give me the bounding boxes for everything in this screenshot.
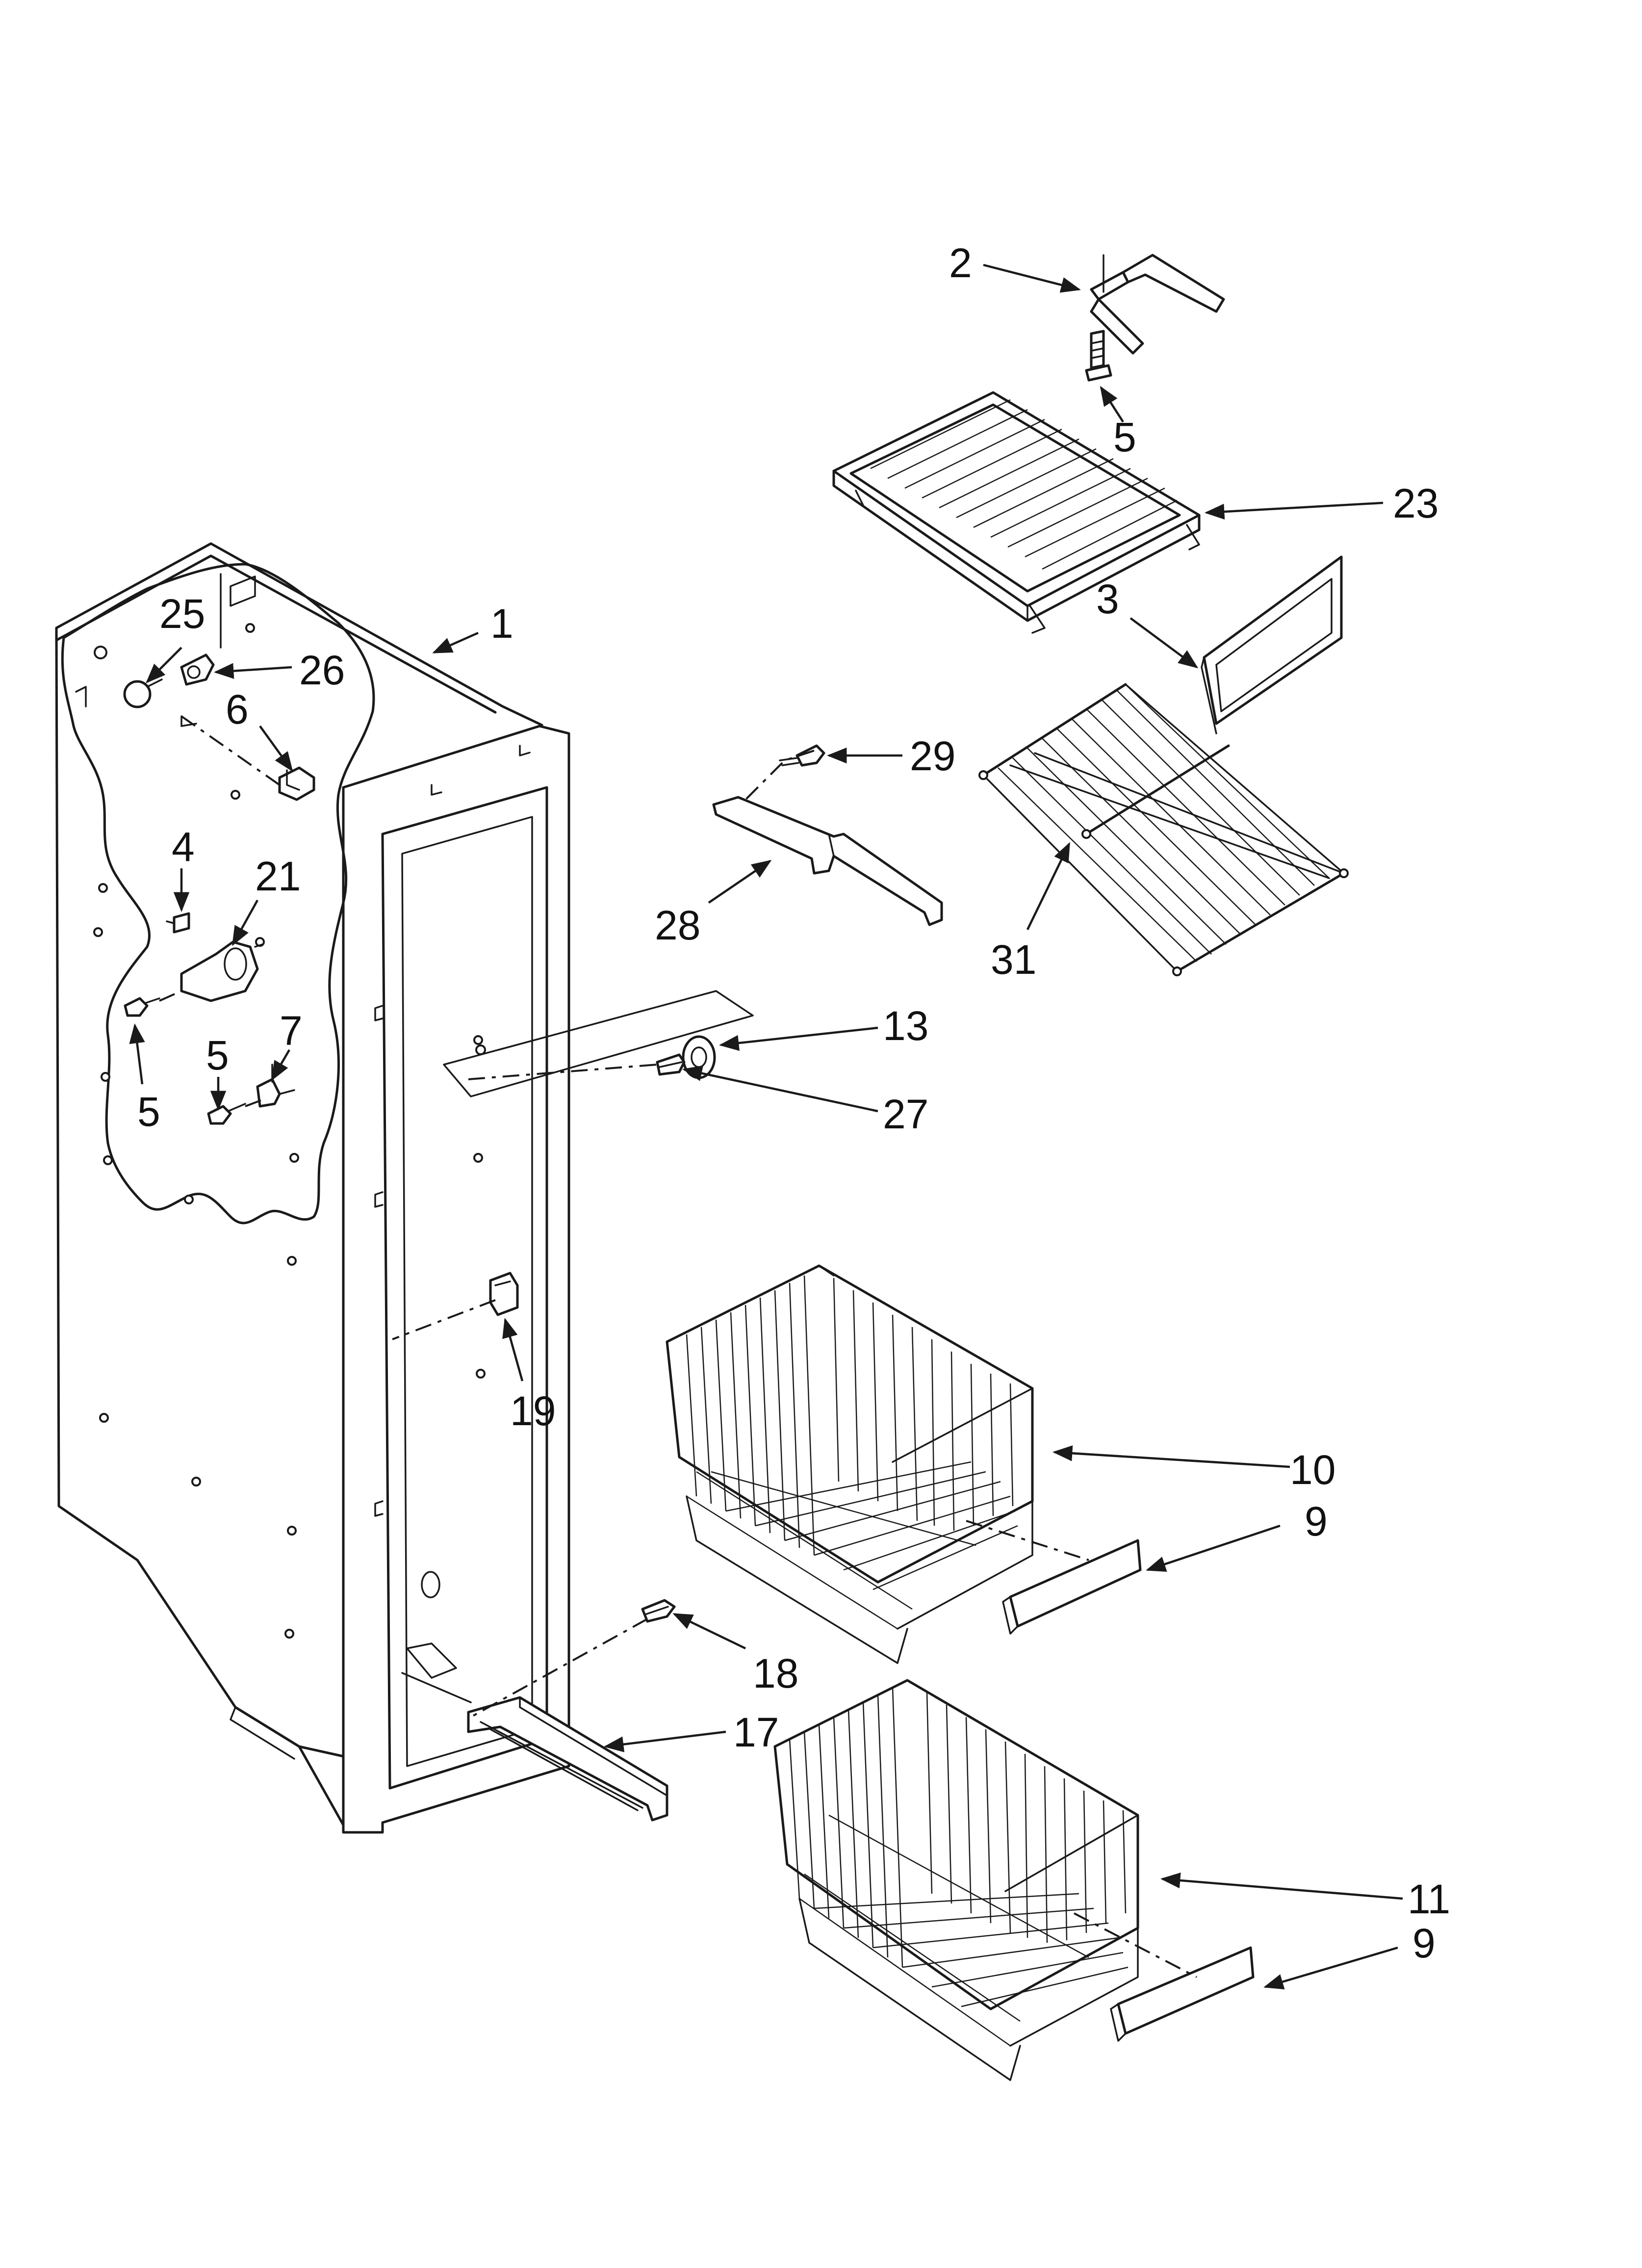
trim-part-3 bbox=[1201, 555, 1343, 734]
callout-labels: 2 5 23 3 29 28 31 13 27 1 25 26 6 4 21 5… bbox=[137, 240, 1450, 1966]
rail-part-9-lower bbox=[1110, 1946, 1255, 2042]
callout-4: 4 bbox=[172, 824, 195, 870]
basket-part-10 bbox=[666, 1264, 1034, 1664]
callout-18: 18 bbox=[753, 1650, 798, 1696]
callout-10: 10 bbox=[1290, 1447, 1335, 1493]
callout-3: 3 bbox=[1096, 576, 1119, 622]
callout-5-left: 5 bbox=[137, 1089, 160, 1135]
callout-17: 17 bbox=[733, 1709, 779, 1755]
callout-25: 25 bbox=[159, 591, 205, 637]
light-socket-part-26 bbox=[180, 653, 215, 686]
callout-6: 6 bbox=[226, 686, 249, 732]
cabinet-liner-part-1 bbox=[55, 542, 570, 1834]
plate-outline bbox=[443, 990, 754, 1097]
callout-5-top: 5 bbox=[1113, 414, 1136, 460]
shelf-part-23 bbox=[832, 391, 1201, 634]
callout-2: 2 bbox=[949, 240, 972, 286]
wire-shelf-part-31 bbox=[978, 683, 1349, 976]
switch-part-19 bbox=[489, 1272, 519, 1316]
callout-9-lower: 9 bbox=[1412, 1920, 1436, 1966]
shelf-rail-part-28 bbox=[712, 796, 943, 926]
shelf-bracket-part-2 bbox=[1090, 254, 1225, 355]
screw-part-4 bbox=[166, 912, 190, 934]
screw-part-29 bbox=[779, 744, 825, 767]
callout-11: 11 bbox=[1408, 1876, 1450, 1922]
rail-cover-part-17 bbox=[467, 1696, 668, 1822]
callout-21: 21 bbox=[255, 853, 301, 899]
rail-part-9-upper bbox=[1002, 1539, 1142, 1635]
leader-lines bbox=[129, 263, 1403, 1990]
light-bulb-part-25 bbox=[123, 678, 163, 708]
dash-dot-lines bbox=[159, 715, 1197, 1978]
screw-part-5-left bbox=[124, 997, 160, 1017]
callout-23: 23 bbox=[1393, 480, 1438, 526]
basket-part-11 bbox=[773, 1679, 1139, 2081]
callout-31: 31 bbox=[991, 937, 1036, 983]
screw-part-5-top bbox=[1085, 330, 1112, 382]
callout-28: 28 bbox=[655, 902, 700, 948]
callout-1: 1 bbox=[490, 600, 513, 647]
callout-26: 26 bbox=[299, 647, 345, 693]
callout-29: 29 bbox=[910, 733, 955, 779]
callout-19: 19 bbox=[510, 1388, 556, 1434]
callout-5-lower: 5 bbox=[206, 1032, 229, 1078]
callout-9-upper: 9 bbox=[1305, 1498, 1328, 1544]
bracket-part-21 bbox=[180, 940, 263, 1002]
clip-part-6 bbox=[278, 766, 315, 801]
callout-7: 7 bbox=[280, 1008, 303, 1054]
screw-part-27 bbox=[656, 1053, 686, 1076]
callout-13: 13 bbox=[883, 1003, 928, 1049]
callout-27: 27 bbox=[883, 1091, 928, 1137]
screw-part-18 bbox=[641, 1599, 676, 1623]
